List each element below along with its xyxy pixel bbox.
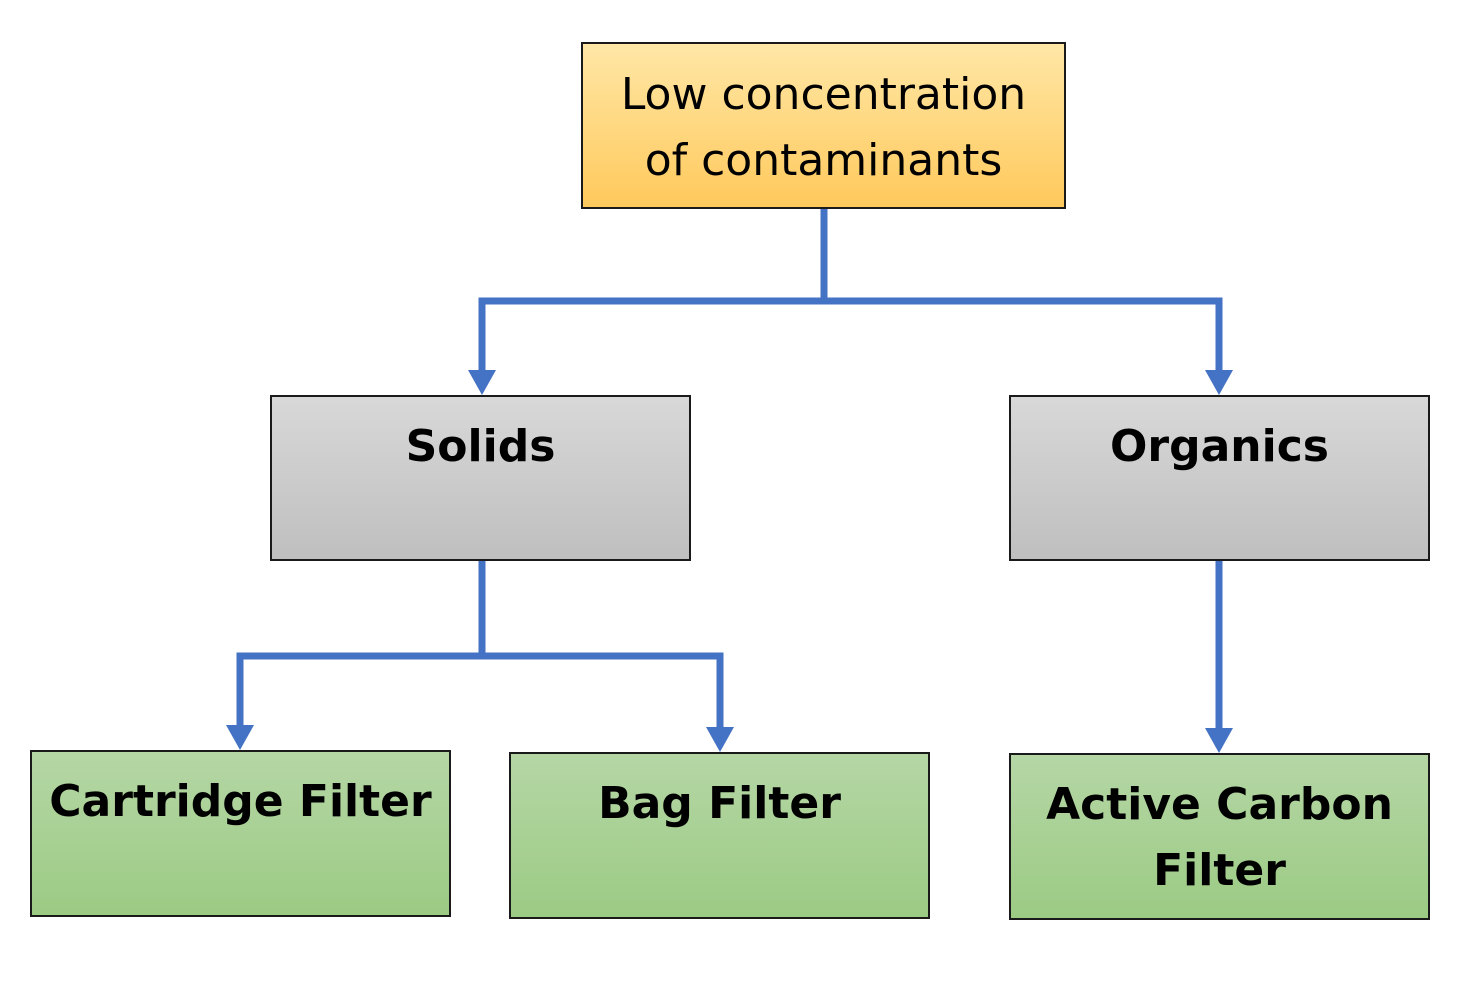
connector-solids-to-bag — [482, 652, 724, 736]
leaf-node-active-carbon-filter: Active Carbon Filter — [1009, 753, 1430, 920]
arrowhead-solids — [468, 370, 496, 395]
arrowhead-carbon — [1205, 728, 1233, 753]
connector-solids-to-cartridge — [236, 561, 486, 734]
arrowhead-cartridge — [226, 725, 254, 750]
root-node-line-1: Low concentration — [620, 69, 1027, 120]
connector-root-to-organics — [824, 297, 1223, 378]
root-node: Low concentration of contaminants — [581, 42, 1066, 209]
leaf-node-label-line-1: Active Carbon — [1046, 779, 1393, 830]
root-node-line-2: of contaminants — [644, 135, 1003, 186]
leaf-node-label: Cartridge Filter — [49, 776, 432, 827]
category-node-organics: Organics — [1009, 395, 1430, 561]
leaf-node-cartridge-filter: Cartridge Filter — [30, 750, 451, 917]
arrowhead-bag — [706, 727, 734, 752]
leaf-node-label: Bag Filter — [598, 778, 841, 829]
category-node-solids: Solids — [270, 395, 691, 561]
leaf-node-label-line-2: Filter — [1153, 845, 1286, 896]
category-node-label: Organics — [1110, 421, 1329, 472]
connector-root-to-solids — [478, 209, 828, 378]
arrowhead-organics — [1205, 370, 1233, 395]
leaf-node-bag-filter: Bag Filter — [509, 752, 930, 919]
category-node-label: Solids — [405, 421, 556, 472]
